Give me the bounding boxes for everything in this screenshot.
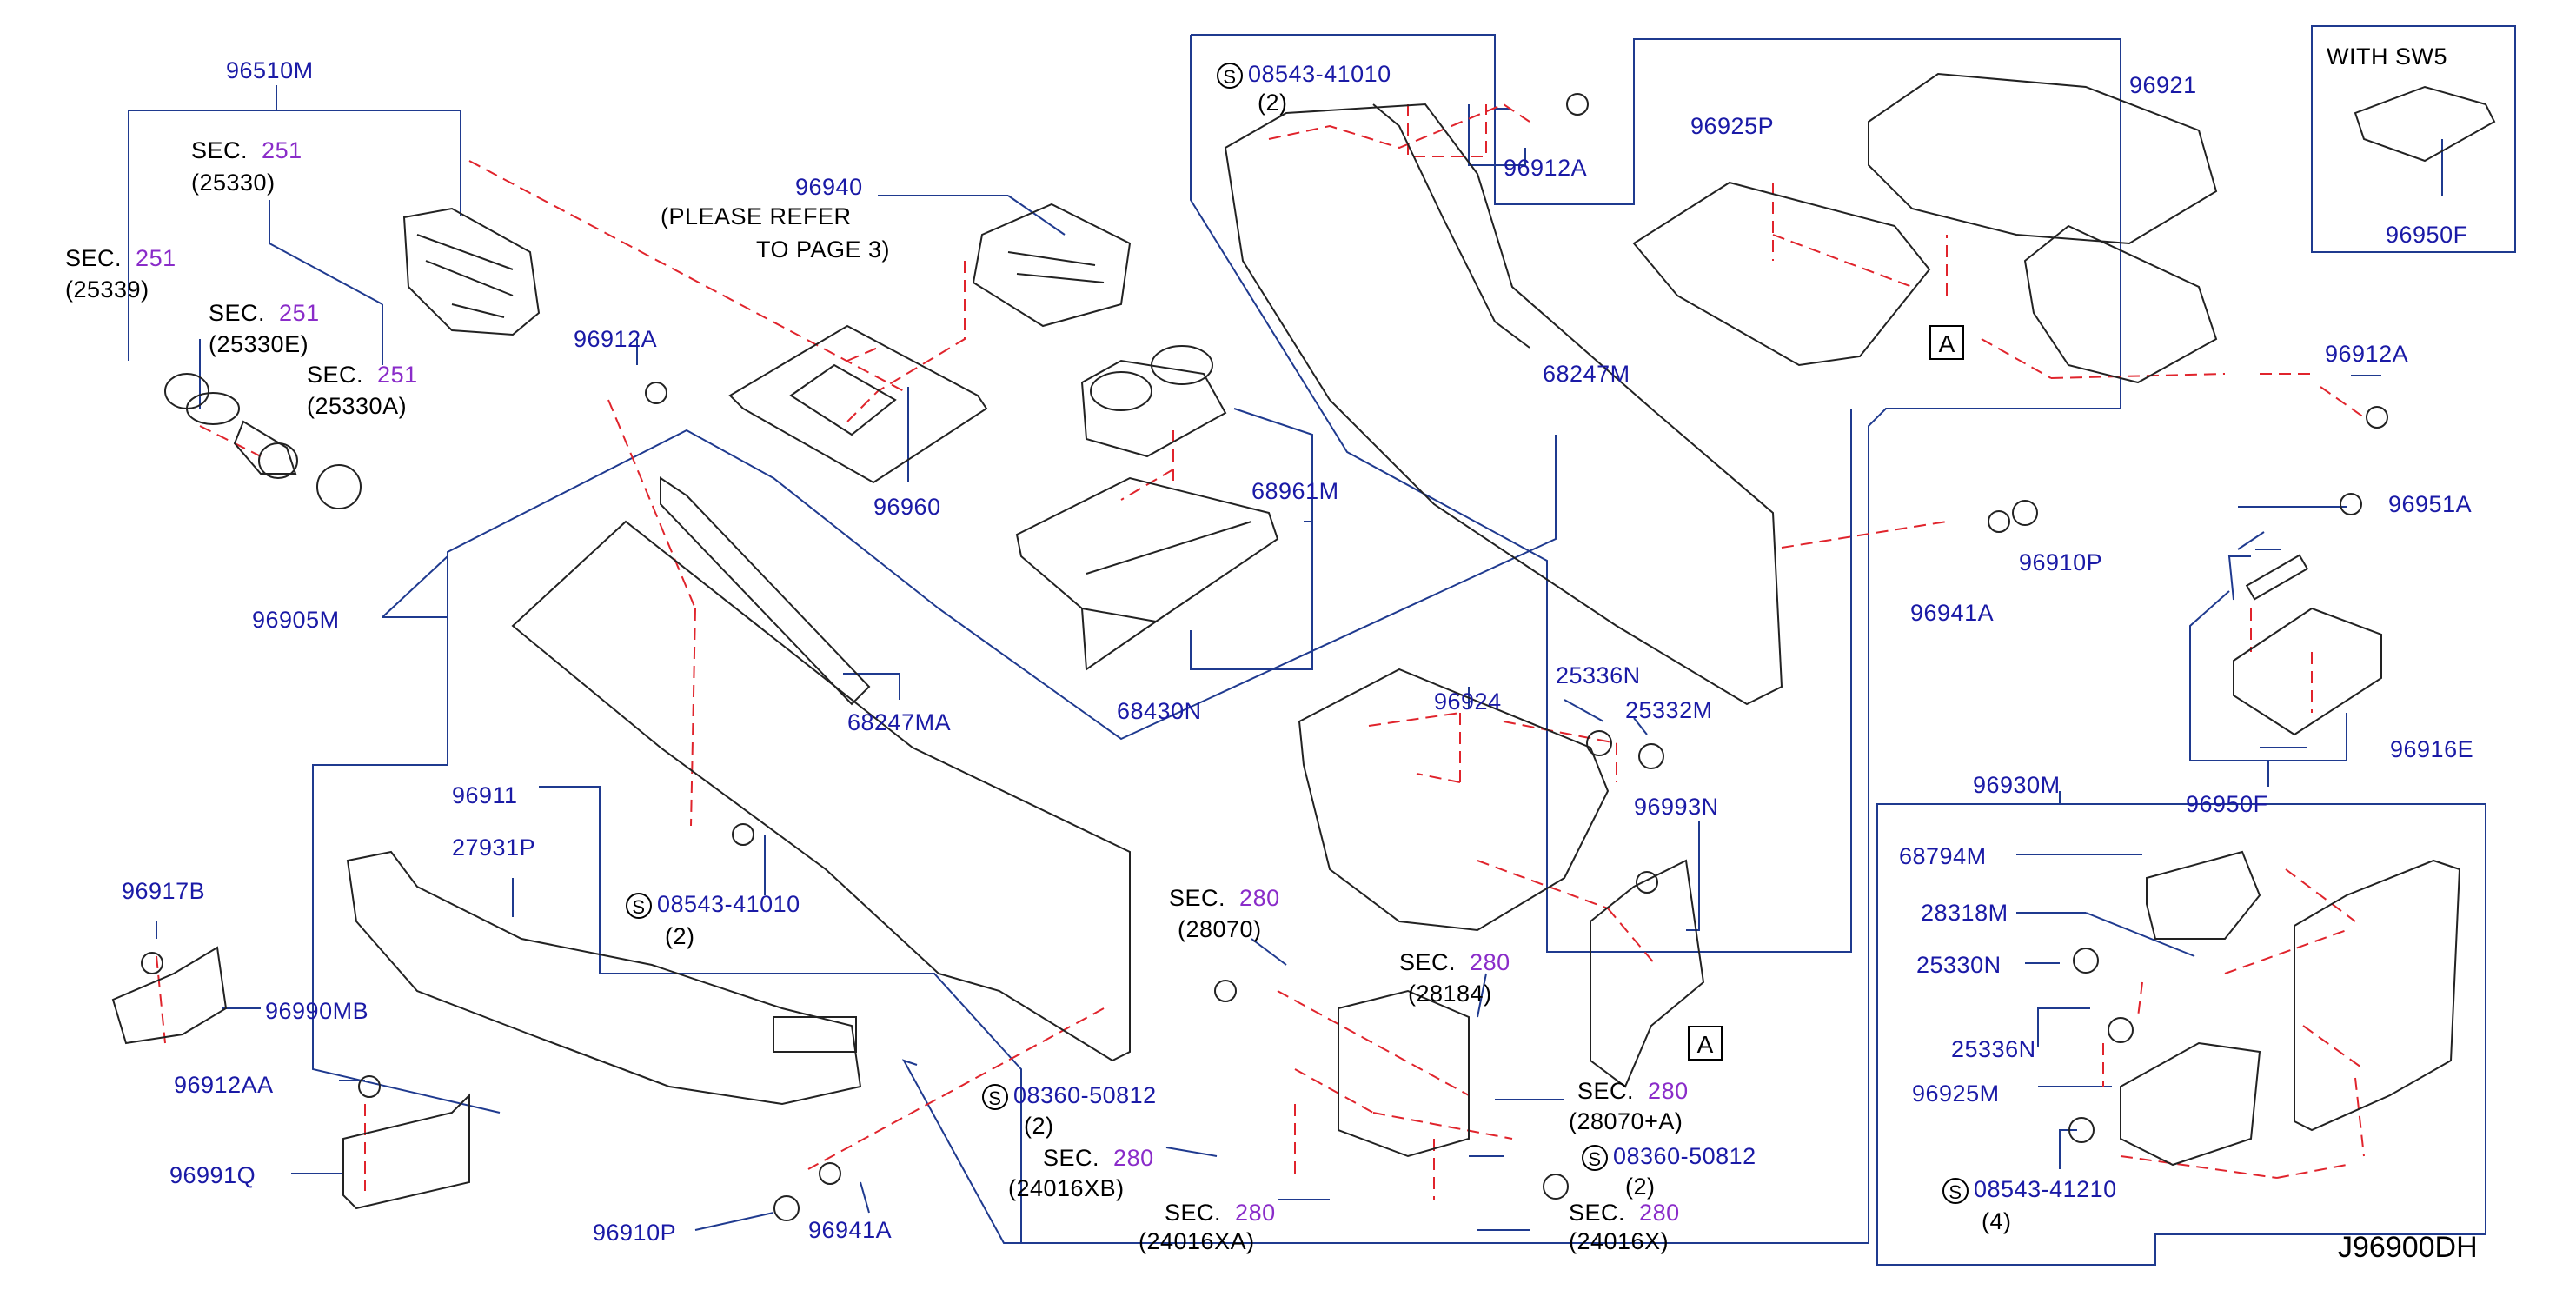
label-25330N: 25330N: [1916, 952, 2002, 978]
label-96925M: 96925M: [1912, 1081, 2000, 1107]
label-sec280-24016XB-sub: (24016XB): [1008, 1175, 1125, 1201]
label-sec280-24016X: SEC. 280: [1569, 1200, 1680, 1226]
label-qty-left: (2): [665, 923, 695, 949]
label-qty-08360-right: (2): [1625, 1174, 1656, 1200]
label-27931P: 27931P: [452, 835, 536, 861]
label-sec280-24016XA-sub: (24016XA): [1139, 1228, 1255, 1254]
label-sec251-25339: SEC. 251: [65, 245, 176, 271]
label-96910P-left: 96910P: [593, 1220, 677, 1246]
label-96940: 96940: [795, 174, 863, 200]
label-sec251-25330A-sub: (25330A): [307, 393, 408, 419]
label-sec251-25330E: SEC. 251: [209, 300, 320, 326]
label-sec251-25330: SEC. 251: [191, 137, 302, 163]
label-sec251-25330E-sub: (25330E): [209, 331, 309, 357]
label-96912A-right: 96912A: [2325, 341, 2409, 367]
label-96912A-mid: 96912A: [1504, 155, 1588, 181]
s-badge: S: [1942, 1177, 1969, 1204]
label-sec280-28184: SEC. 280: [1399, 949, 1510, 975]
label-96916E: 96916E: [2390, 736, 2474, 762]
label-sec280-28184-sub: (28184): [1408, 981, 1492, 1007]
s-badge: S: [982, 1083, 1008, 1110]
label-96911: 96911: [452, 782, 518, 808]
label-96510M: 96510M: [226, 57, 314, 83]
label-25336N: 25336N: [1556, 662, 1641, 688]
label-to-page-3: TO PAGE 3): [756, 236, 891, 263]
label-sec251-25330-sub: (25330): [191, 170, 276, 196]
ref-box-a-bottom: A: [1688, 1026, 1723, 1061]
label-28318M: 28318M: [1921, 900, 2008, 926]
label-sec280-24016X-sub: (24016X): [1569, 1228, 1670, 1254]
label-qty-41210: (4): [1982, 1208, 2012, 1234]
label-96912AA: 96912AA: [174, 1072, 274, 1098]
label-68961M: 68961M: [1251, 478, 1339, 504]
label-96912A-left: 96912A: [574, 326, 658, 352]
s-badge: S: [1582, 1144, 1608, 1171]
s-badge: S: [626, 892, 652, 919]
label-sec280-24016XA: SEC. 280: [1165, 1200, 1276, 1226]
diagram-id: J96900DH: [2338, 1231, 2478, 1264]
label-96930M: 96930M: [1973, 772, 2061, 798]
label-with-sw5: WITH SW5: [2327, 43, 2447, 70]
label-68247M: 68247M: [1543, 361, 1630, 387]
label-68794M: 68794M: [1899, 843, 1987, 869]
label-96950F-bottom: 96950F: [2186, 791, 2268, 817]
label-qty-08360-left: (2): [1024, 1113, 1054, 1139]
label-96991Q: 96991Q: [169, 1162, 256, 1188]
label-96921: 96921: [2129, 72, 2197, 98]
label-25332M: 25332M: [1625, 697, 1713, 723]
label-qty-top: (2): [1258, 90, 1288, 116]
label-sec280-24016XB: SEC. 280: [1043, 1145, 1154, 1171]
label-96941A-right: 96941A: [1910, 600, 1995, 626]
label-96993N: 96993N: [1634, 794, 1719, 820]
label-96924: 96924: [1434, 688, 1502, 715]
label-68430N: 68430N: [1117, 698, 1202, 724]
label-sec251-25339-sub: (25339): [65, 276, 149, 303]
label-96990MB: 96990MB: [265, 998, 369, 1024]
label-sec280-28070-sub: (28070): [1178, 916, 1262, 942]
label-please-refer: (PLEASE REFER: [661, 203, 852, 229]
label-sec280-28070: SEC. 280: [1169, 885, 1280, 911]
label-96925P: 96925P: [1690, 113, 1775, 139]
label-sec251-25330A: SEC. 251: [307, 362, 418, 388]
s-badge: S: [1217, 62, 1243, 89]
label-25336N-right: 25336N: [1951, 1036, 2036, 1062]
label-96951A: 96951A: [2388, 491, 2473, 517]
label-96917B: 96917B: [122, 878, 206, 904]
label-sec280-28070A-sub: (28070+A): [1569, 1108, 1683, 1134]
label-68247MA: 68247MA: [847, 709, 952, 735]
label-96950F-top: 96950F: [2386, 222, 2468, 248]
label-96941A-left: 96941A: [808, 1217, 893, 1243]
label-96960: 96960: [873, 494, 941, 520]
ref-box-a-top: A: [1929, 325, 1964, 360]
label-sec280-28070A: SEC. 280: [1577, 1078, 1689, 1104]
shifter-assembly: [402, 207, 541, 336]
label-96905M: 96905M: [252, 607, 340, 633]
label-96910P-right: 96910P: [2019, 549, 2103, 575]
